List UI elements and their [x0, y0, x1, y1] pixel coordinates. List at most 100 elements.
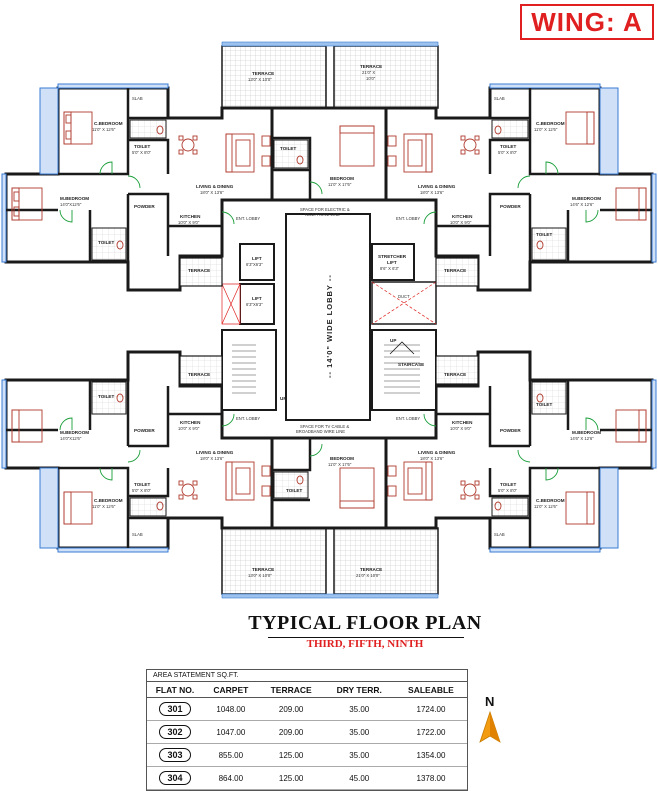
flat-number: 304 [159, 771, 191, 785]
room-labels: TERRACE 13'0" X 10'0" TERRACE 21'0" X 10… [60, 64, 601, 578]
north-arrow-icon: N [479, 694, 501, 743]
col-saleable: SALEABLE [394, 682, 467, 698]
label-toilet-br: TOILET [500, 482, 516, 487]
label-cbedroom-br: C.BEDROOM [536, 498, 565, 503]
label-ent-lobby-tl: ENT. LOBBY [236, 216, 260, 221]
label-dry-terrace-tr: TERRACE [444, 268, 466, 273]
dim-cbedroom-tl: 11'0" X 12'6" [92, 127, 116, 132]
dim-kitchen-tl: 10'0" X 9'0" [178, 220, 200, 225]
label-living-bl: LIVING & DINING [196, 450, 234, 455]
dim-lift-1: 6'3"X6'3" [246, 262, 263, 267]
label-cbedroom-tr: C.BEDROOM [536, 121, 565, 126]
label-dry-terrace-tl: TERRACE [188, 268, 210, 273]
label-bedroom-top: BEDROOM [330, 176, 354, 181]
label-living-tr: LIVING & DINING [418, 184, 456, 189]
label-powder-br: POWDER [500, 428, 521, 433]
terrace-bottom-left [221, 527, 327, 595]
stretcher-lift [371, 243, 415, 281]
dim-cbedroom-bl: 11'0" X 12'6" [92, 504, 116, 509]
label-slab-bl: SLAB [132, 532, 143, 537]
label-cbedroom-bl: C.BEDROOM [94, 498, 123, 503]
dim-living-tl: 18'0" X 13'6" [200, 190, 224, 195]
label-kitchen-bl: KITCHEN [180, 420, 201, 425]
flat-number: 303 [159, 748, 191, 762]
carpet-value: 1048.00 [203, 697, 259, 721]
furniture-layer [11, 111, 647, 525]
area-statement-caption: AREA STATEMENT SQ.FT. [147, 670, 467, 682]
carpet-value: 855.00 [203, 743, 259, 767]
staircase-left [221, 329, 277, 411]
label-powder-bl: POWDER [134, 428, 155, 433]
label-toilet-ct: TOILET [280, 146, 296, 151]
label-toilet-mr: TOILET [536, 232, 552, 237]
label-terrace-top-right: TERRACE [360, 64, 382, 69]
label-tv-space: SPACE FOR TV CABLE & [300, 424, 349, 429]
dim-mbedroom-tr: 14'6" X 12'6" [570, 202, 594, 207]
carpet-value: 864.00 [203, 766, 259, 790]
dim-mbedroom-tl: 14'0"X12'6" [60, 202, 82, 207]
dim-toilet-tr: 5'0" X 8'0" [498, 150, 518, 155]
label-slab-br: SLAB [494, 532, 505, 537]
col-flat-no: FLAT NO. [147, 682, 203, 698]
label-up-left: UP [280, 396, 286, 401]
flat-number: 302 [159, 725, 191, 739]
dim-terrace-top-right-a: 21'0" X [362, 70, 375, 75]
dim-lift-2: 6'3"X6'3" [246, 302, 263, 307]
table-row: 303 855.00 125.00 35.00 1354.00 [147, 743, 467, 767]
label-bedroom-bottom: BEDROOM [330, 456, 354, 461]
staircase-right [371, 329, 437, 411]
carpet-value: 1047.00 [203, 720, 259, 744]
dim-terrace-bottom-right: 21'0" X 10'0" [356, 573, 380, 578]
dim-kitchen-bl: 10'0" X 9'0" [178, 426, 200, 431]
label-powder-tl: POWDER [134, 204, 155, 209]
terrace-value: 209.00 [258, 720, 324, 744]
table-row: 301 1048.00 209.00 35.00 1724.00 [147, 697, 467, 721]
plan-subtitle: THIRD, FIFTH, NINTH [306, 638, 424, 650]
label-mbedroom-br: M.BEDROOM [572, 430, 601, 435]
dry-value: 45.00 [323, 766, 395, 790]
table-row: 302 1047.00 209.00 35.00 1722.00 [147, 720, 467, 744]
dim-toilet-tl: 5'0" X 8'0" [132, 150, 152, 155]
terrace-bottom-right [333, 527, 439, 595]
label-kitchen-tr: KITCHEN [452, 214, 473, 219]
terrace-value: 125.00 [258, 766, 324, 790]
label-elec-space: SPACE FOR ELECTRIC & [300, 207, 350, 212]
label-dry-terrace-br: TERRACE [444, 372, 466, 377]
dim-terrace-top-right-b: 10'0" [366, 76, 376, 81]
label-mbedroom-tl: M.BEDROOM [60, 196, 89, 201]
label-kitchen-tl: KITCHEN [180, 214, 201, 219]
terrace-top-left [221, 45, 327, 109]
doors-layer [59, 161, 599, 481]
label-fire-stair: STAIRCASE [398, 362, 424, 367]
lobby-label: -- 14'0" WIDE LOBBY -- [325, 274, 334, 378]
label-toilet-bl: TOILET [134, 482, 150, 487]
label-stretcher-lift: LIFT [387, 260, 397, 265]
lift-2 [239, 283, 275, 325]
label-living-br: LIVING & DINING [418, 450, 456, 455]
dim-bedroom-top: 11'0" X 17'6" [328, 182, 352, 187]
dim-living-tr: 18'0" X 13'6" [420, 190, 444, 195]
label-elec-space-2: TELEPHONE LINE [304, 212, 340, 217]
dry-terrace-tl [179, 257, 223, 287]
dim-terrace-bottom-left: 13'0" X 10'0" [248, 573, 272, 578]
label-up-right: UP [390, 338, 396, 343]
label-mbedroom-bl: M.BEDROOM [60, 430, 89, 435]
dry-value: 35.00 [323, 743, 395, 767]
dry-value: 35.00 [323, 697, 395, 721]
north-label: N [485, 694, 494, 709]
label-terrace-bottom-left: TERRACE [252, 567, 274, 572]
dry-value: 35.00 [323, 720, 395, 744]
label-living-tl: LIVING & DINING [196, 184, 234, 189]
dim-living-bl: 18'0" X 13'6" [200, 456, 224, 461]
dim-terrace-top-left: 13'0" X 10'0" [248, 77, 272, 82]
saleable-value: 1378.00 [394, 766, 467, 790]
title-underline [268, 637, 464, 638]
label-ent-lobby-br: ENT. LOBBY [396, 416, 420, 421]
dim-toilet-bl: 5'0" X 8'0" [132, 488, 152, 493]
label-slab-tr: SLAB [494, 96, 505, 101]
label-lift-2: LIFT [252, 296, 262, 301]
dry-terrace-br [435, 355, 479, 385]
label-ent-lobby-bl: ENT. LOBBY [236, 416, 260, 421]
terrace-value: 209.00 [258, 697, 324, 721]
label-tv-space-2: BROADBAND WIRE LINE [296, 429, 345, 434]
